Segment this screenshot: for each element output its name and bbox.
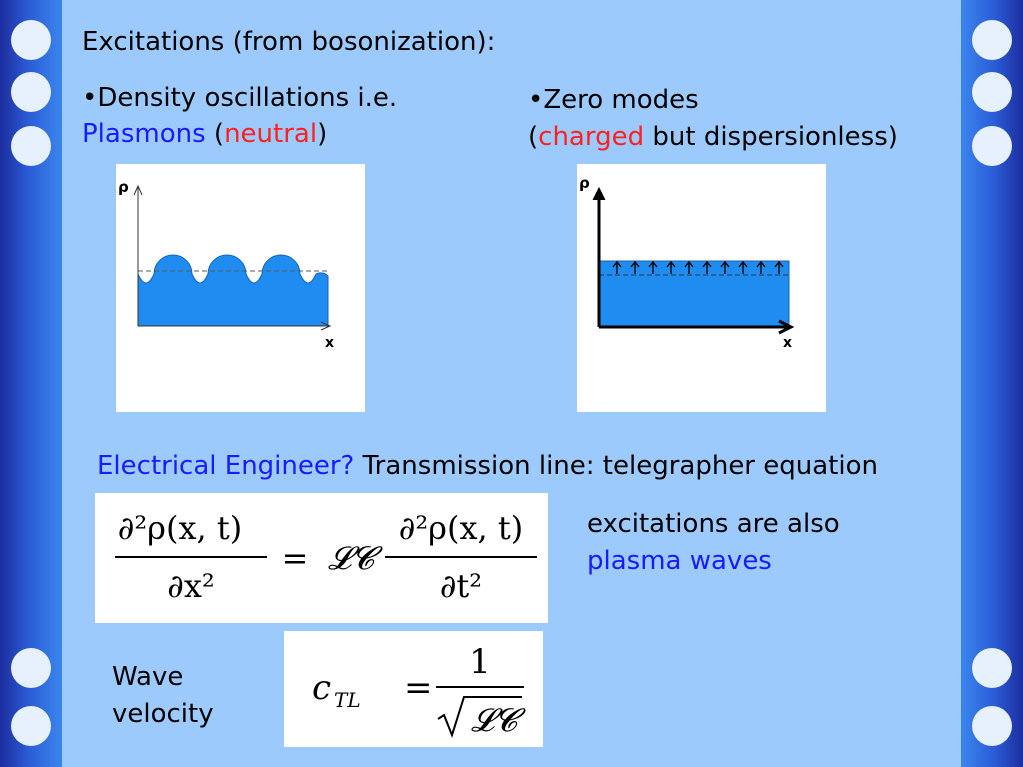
square-root-sign bbox=[437, 696, 522, 738]
zero-modes-bullet: •Zero modes bbox=[528, 85, 699, 115]
telegrapher-equation-label: Transmission line: telegrapher equation bbox=[362, 451, 878, 481]
up-arrow bbox=[666, 260, 676, 274]
plasma-waves-label: plasma waves bbox=[587, 546, 772, 576]
up-arrow bbox=[612, 260, 622, 274]
engineer-line: Electrical Engineer? Transmission line: … bbox=[97, 448, 878, 485]
wave-label: Wave bbox=[112, 662, 184, 692]
electrical-engineer-question: Electrical Engineer? bbox=[97, 451, 355, 481]
left-circle-decoration bbox=[11, 648, 51, 688]
plasmon-density-fill bbox=[137, 254, 329, 327]
velocity-label: velocity bbox=[112, 699, 214, 729]
wave-velocity-equation-box: c TL = 1 𝓛𝓒 bbox=[284, 631, 543, 747]
plasmons-label: Plasmons bbox=[82, 119, 206, 149]
open-paren: ( bbox=[528, 122, 539, 152]
rho-axis-label: ρ bbox=[118, 178, 129, 196]
x-axis-arrow bbox=[320, 321, 332, 331]
zero-mode-plot-svg: ρ x bbox=[579, 174, 795, 351]
lc-symbol: 𝓛𝓒 bbox=[471, 701, 526, 739]
up-arrow bbox=[702, 260, 712, 274]
slide-title: Excitations (from bosonization): bbox=[82, 27, 496, 57]
rho-axis-label: ρ bbox=[579, 174, 590, 192]
x-axis-arrow bbox=[778, 319, 795, 335]
up-arrow bbox=[738, 260, 748, 274]
telegrapher-equation-svg: ∂²ρ(x, t) ∂x² = 𝓛𝓒 ∂²ρ(x, t) ∂t² bbox=[115, 509, 537, 605]
up-arrow bbox=[684, 260, 694, 274]
lc-symbol: 𝓛𝓒 bbox=[328, 539, 383, 577]
right-circle-decoration bbox=[972, 72, 1012, 112]
charged-line: (charged but dispersionless) bbox=[528, 119, 898, 156]
tl-subscript: TL bbox=[334, 688, 361, 712]
left-circle-decoration bbox=[11, 706, 51, 746]
left-circle-decoration bbox=[11, 20, 51, 60]
neutral-label: neutral bbox=[224, 119, 318, 149]
wave-velocity-equation-svg: c TL = 1 𝓛𝓒 bbox=[312, 642, 526, 739]
y-axis-arrow bbox=[133, 184, 143, 196]
x-axis-label: x bbox=[325, 335, 334, 351]
right-circle-decoration bbox=[972, 126, 1012, 166]
up-arrow bbox=[720, 260, 730, 274]
dispersionless-label: but dispersionless) bbox=[644, 122, 898, 152]
up-arrow bbox=[756, 260, 766, 274]
equals-sign: = bbox=[404, 668, 433, 708]
right-numerator: ∂²ρ(x, t) bbox=[399, 509, 523, 547]
c-symbol: c bbox=[312, 668, 331, 708]
open-paren: ( bbox=[213, 119, 225, 149]
density-oscillations-bullet: •Density oscillations i.e. bbox=[82, 83, 398, 113]
close-paren: ) bbox=[317, 119, 328, 149]
left-denominator: ∂x² bbox=[167, 567, 214, 605]
up-arrow bbox=[648, 260, 658, 274]
zero-mode-density-plot: ρ x bbox=[577, 164, 826, 412]
numerator-one: 1 bbox=[469, 642, 491, 682]
plasmons-line: Plasmons (neutral) bbox=[82, 116, 327, 153]
shift-arrows bbox=[612, 260, 784, 274]
right-circle-decoration bbox=[972, 648, 1012, 688]
left-numerator: ∂²ρ(x, t) bbox=[118, 509, 242, 547]
up-arrow bbox=[630, 260, 640, 274]
right-circle-decoration bbox=[972, 706, 1012, 746]
right-denominator: ∂t² bbox=[440, 567, 482, 605]
left-circle-decoration bbox=[11, 126, 51, 166]
excitations-note-line1: excitations are also bbox=[587, 509, 840, 539]
plasmon-plot-svg: ρ x bbox=[118, 178, 334, 351]
left-circle-decoration bbox=[11, 72, 51, 112]
plasmon-density-plot: ρ x bbox=[116, 164, 365, 412]
x-axis-label: x bbox=[783, 335, 792, 351]
charged-label: charged bbox=[538, 122, 645, 152]
zero-mode-density-fill bbox=[598, 260, 790, 328]
right-circle-decoration bbox=[972, 20, 1012, 60]
telegrapher-equation-box: ∂²ρ(x, t) ∂x² = 𝓛𝓒 ∂²ρ(x, t) ∂t² bbox=[95, 493, 548, 623]
up-arrow bbox=[774, 260, 784, 274]
equals-sign: = bbox=[282, 539, 309, 577]
y-axis-arrow bbox=[592, 186, 606, 201]
